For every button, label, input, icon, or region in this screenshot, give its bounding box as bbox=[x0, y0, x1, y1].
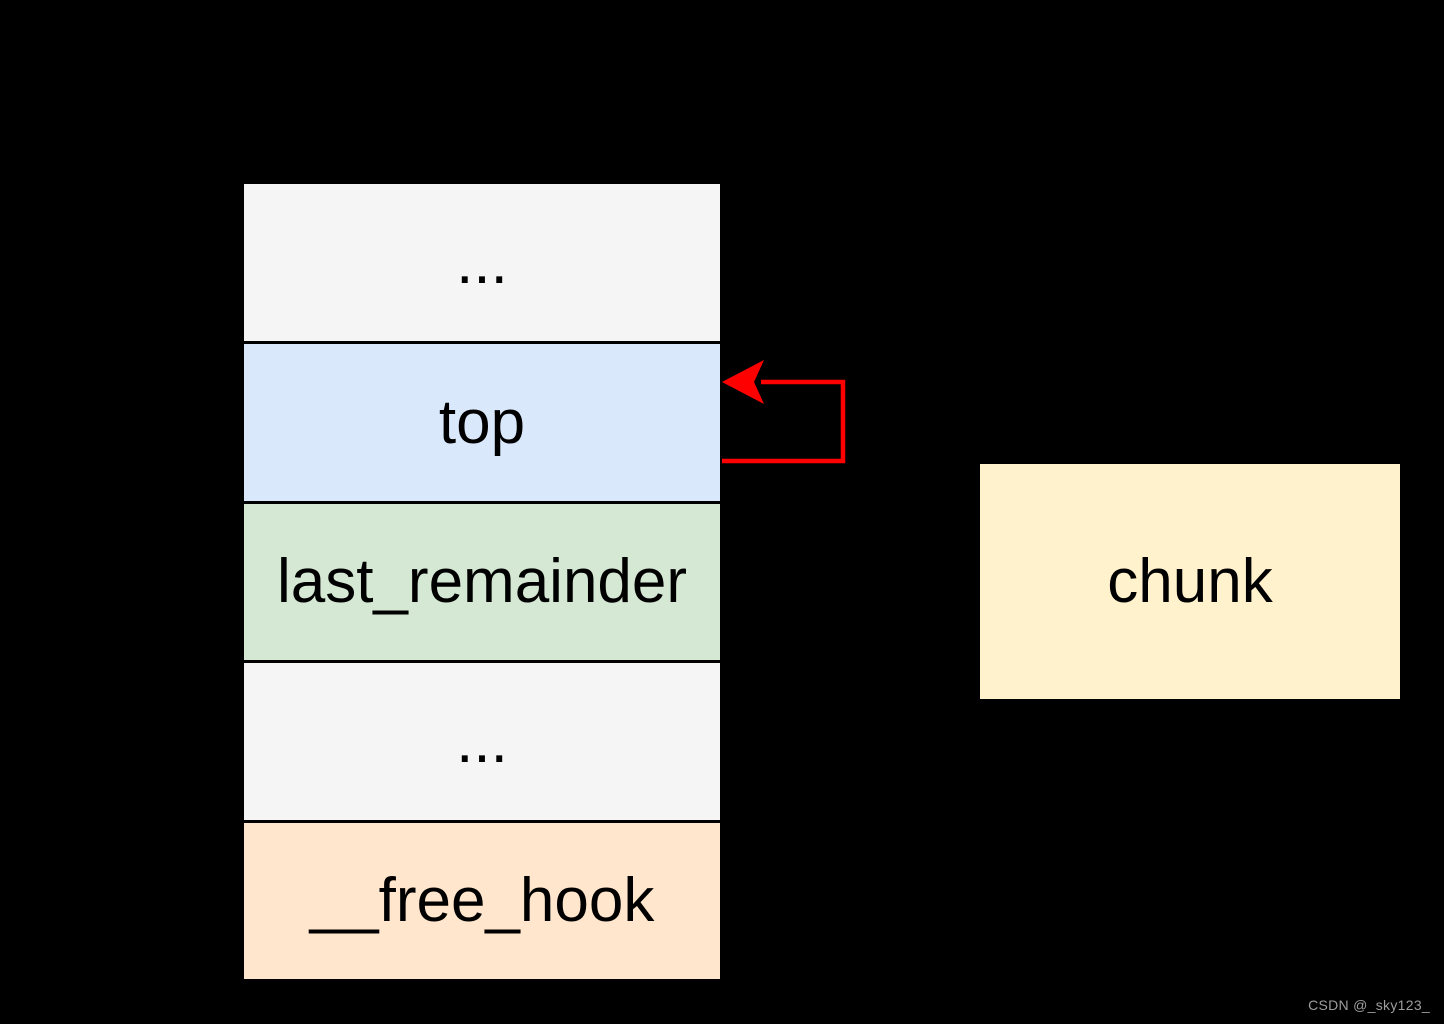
cell-label: top bbox=[438, 387, 526, 457]
arrow-shaft bbox=[722, 379, 846, 464]
watermark: CSDN @_sky123_ bbox=[1308, 997, 1430, 1013]
cell-label: ... bbox=[456, 227, 508, 297]
cell-last-remainder: last_remainder bbox=[244, 504, 720, 660]
chunk-label: chunk bbox=[1107, 546, 1273, 616]
chunk-box: chunk bbox=[980, 464, 1400, 699]
cell-label: last_remainder bbox=[276, 547, 688, 616]
cell-label: ... bbox=[456, 706, 508, 776]
cell-top: top bbox=[244, 344, 720, 501]
cell-label: __free_hook bbox=[309, 866, 655, 935]
cell-ellipsis-upper: ... bbox=[244, 184, 720, 341]
cell-ellipsis-lower: ... bbox=[244, 663, 720, 820]
arrowhead-icon bbox=[722, 360, 764, 404]
cell-free-hook: __free_hook bbox=[244, 823, 720, 979]
